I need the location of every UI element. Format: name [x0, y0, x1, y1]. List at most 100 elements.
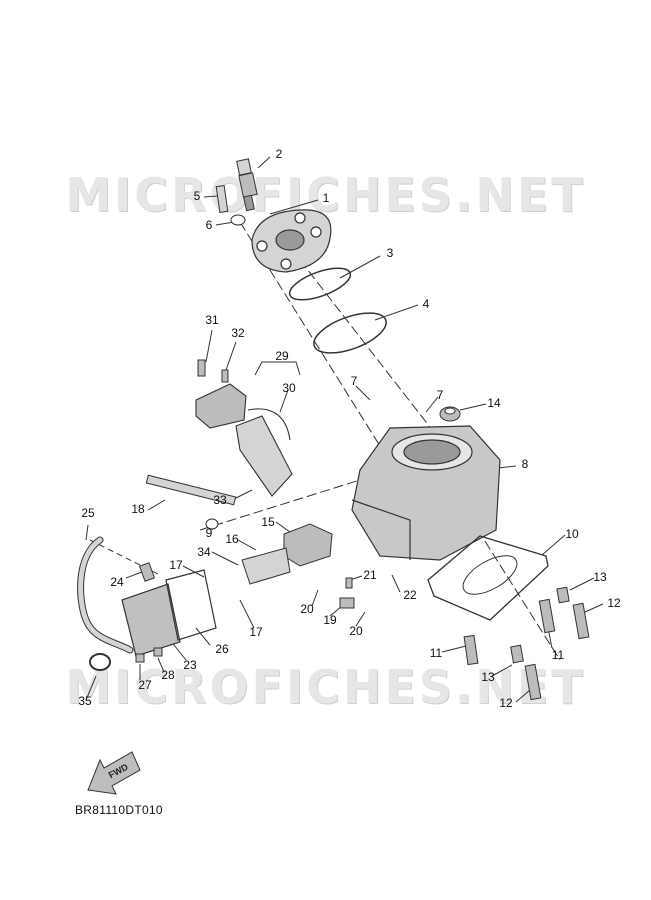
fwd-arrow-icon — [87, 751, 141, 795]
base-gasket-bore — [462, 555, 518, 595]
valve-holder — [195, 383, 293, 497]
callout-8: 8 — [522, 457, 529, 471]
leader-2 — [257, 156, 271, 169]
leader-26 — [195, 627, 211, 646]
leader-22 — [391, 574, 401, 593]
callout-15: 15 — [261, 515, 275, 529]
callout-7: 7 — [351, 374, 358, 388]
callout-28: 28 — [161, 668, 175, 682]
callout-21: 21 — [363, 568, 377, 582]
callout-31: 31 — [205, 313, 219, 327]
callout-20: 20 — [300, 602, 314, 616]
stud-bolts — [463, 586, 590, 701]
callout-4: 4 — [423, 297, 430, 311]
callout-27: 27 — [138, 678, 152, 692]
leader-7b — [425, 396, 439, 413]
callout-25: 25 — [81, 506, 95, 520]
leader-29 — [254, 361, 301, 376]
hose-25-inner — [78, 537, 133, 653]
leader-4 — [374, 304, 419, 321]
leader-24 — [125, 571, 143, 579]
callout-6: 6 — [206, 218, 213, 232]
leader-32 — [225, 341, 237, 371]
part-28 — [153, 647, 163, 657]
leader-18 — [147, 499, 166, 511]
leader-15 — [275, 521, 291, 533]
leader-5 — [203, 195, 219, 198]
leader-1 — [269, 199, 319, 215]
leader-12a — [584, 603, 604, 613]
callout-18: 18 — [131, 502, 145, 516]
leader-3 — [339, 255, 381, 279]
callout-3: 3 — [387, 246, 394, 260]
callout-10: 10 — [565, 527, 579, 541]
leader-13b — [491, 664, 513, 677]
part-19 — [339, 597, 355, 609]
leader-28 — [157, 657, 165, 673]
leader-34 — [211, 551, 239, 566]
callout-35: 35 — [78, 694, 92, 708]
callout-1: 1 — [323, 191, 330, 205]
clamp-35 — [89, 653, 111, 671]
leader-10 — [541, 534, 566, 556]
callout-33: 33 — [213, 493, 227, 507]
callout-11: 11 — [430, 646, 443, 660]
bolt-32 — [221, 369, 229, 383]
leader-30 — [279, 389, 289, 413]
centerline-gasket — [299, 259, 441, 441]
cylinder-block — [351, 425, 501, 561]
watermark-top: MICROFICHES.NET — [65, 168, 586, 222]
pin-rod — [145, 474, 237, 506]
callout-17: 17 — [169, 558, 183, 572]
callout-29: 29 — [275, 349, 289, 363]
callout-32: 32 — [231, 326, 245, 340]
leader-17b — [239, 599, 255, 629]
leader-6 — [215, 221, 235, 226]
leader-12b — [515, 689, 531, 703]
callout-13: 13 — [593, 570, 607, 584]
leader-16 — [237, 539, 257, 551]
o-ring-large — [313, 312, 387, 354]
leader-13a — [569, 577, 595, 591]
callout-5: 5 — [194, 189, 201, 203]
callout-13: 13 — [481, 670, 495, 684]
collar — [205, 518, 219, 530]
leader-7a — [355, 385, 371, 401]
callout-9: 9 — [206, 526, 213, 540]
callout-30: 30 — [282, 381, 296, 395]
leader-17a — [182, 565, 205, 578]
callout-19: 19 — [323, 613, 337, 627]
o-ring-small — [288, 267, 352, 301]
leader-35 — [85, 675, 97, 701]
callout-26: 26 — [215, 642, 229, 656]
washer — [230, 214, 246, 226]
callout-20: 20 — [349, 624, 363, 638]
callout-11: 11 — [552, 648, 565, 662]
valve-15 — [283, 523, 333, 567]
callout-14: 14 — [487, 396, 501, 410]
part-21 — [345, 577, 353, 589]
cap-nut — [439, 406, 461, 422]
bolt-31 — [197, 359, 206, 377]
callout-22: 22 — [403, 588, 417, 602]
spark-plug — [236, 158, 258, 212]
callout-24: 24 — [110, 575, 124, 589]
leader-14 — [459, 403, 487, 411]
leader-20a — [311, 589, 319, 607]
cylinder-head — [251, 209, 332, 273]
fitting-24 — [138, 562, 156, 582]
gasket-23 — [165, 569, 217, 641]
callout-7: 7 — [437, 388, 444, 402]
leader-25 — [85, 524, 89, 541]
watermark-bottom: MICROFICHES.NET — [65, 660, 586, 714]
callout-12: 12 — [607, 596, 621, 610]
diagram-code: BR81110DT010 — [75, 803, 163, 817]
callout-34: 34 — [197, 545, 211, 559]
cover-26 — [121, 583, 181, 657]
callout-16: 16 — [225, 532, 239, 546]
callout-17: 17 — [249, 625, 263, 639]
callout-12: 12 — [499, 696, 513, 710]
head-bolt — [215, 185, 229, 213]
part-27 — [135, 653, 145, 663]
